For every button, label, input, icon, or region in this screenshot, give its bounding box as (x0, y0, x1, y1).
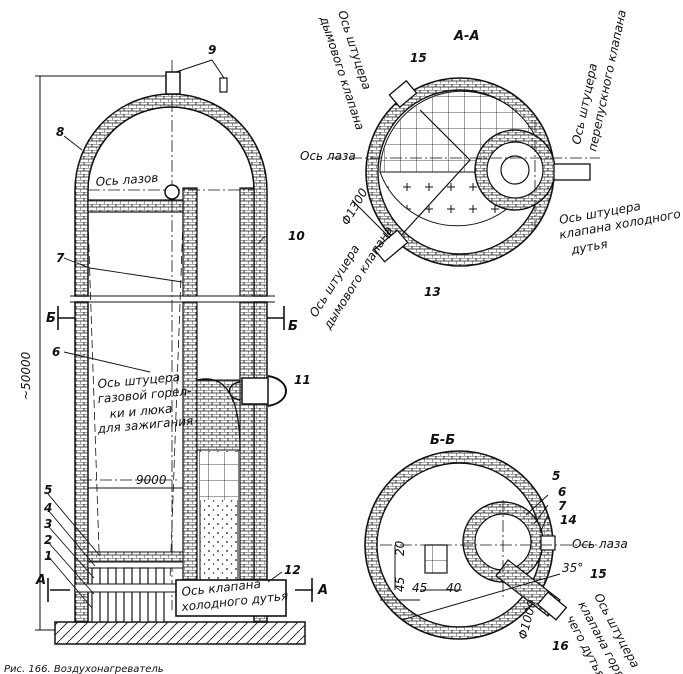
bb-part-15: 15 (590, 567, 607, 581)
aa-title: А-А (453, 29, 480, 44)
aa-part-15: 15 (410, 51, 427, 65)
section-aa: А-А 15 13 Ось лаза Φ1300 Ось штуцера дым… (300, 9, 682, 333)
aa-fitting-bypass (553, 163, 591, 181)
aa-axes (330, 120, 600, 230)
bb-dim-20: 20 (393, 540, 407, 556)
dim-height: ~50000 (19, 351, 33, 400)
figure-caption: Рис. 166. Воздухонагреватель (4, 664, 164, 674)
bb-fitting-14 (540, 535, 556, 551)
cut-a (47, 578, 313, 602)
aa-dim-line (351, 199, 391, 239)
bb-title: Б-Б (430, 433, 455, 448)
part-10: 10 (288, 229, 305, 243)
part-7: 7 (56, 251, 65, 265)
dim-inner: 9000 (136, 473, 167, 487)
part-3: 3 (44, 517, 52, 531)
burner-port (228, 381, 241, 401)
bb-dim-lines (380, 494, 561, 621)
bb-detail (424, 544, 448, 574)
part-1: 1 (44, 549, 52, 563)
chamber-wall-lower-r (239, 301, 255, 585)
grate-layer-5 (87, 551, 184, 563)
part-9: 9 (208, 43, 216, 57)
cut-b (57, 306, 285, 330)
shell-wall-right (253, 301, 268, 623)
leader-9 (175, 59, 225, 79)
shell-wall-left (74, 301, 89, 623)
leaders-elev (47, 135, 283, 609)
aa-fitting-15 (388, 79, 418, 109)
bb-part-7: 7 (558, 499, 567, 513)
dome-inner-layer (87, 106, 255, 191)
part-6: 6 (52, 345, 60, 359)
bb-dim-40: 40 (446, 581, 462, 595)
chamber-wall-upper (182, 187, 198, 297)
part-4: 4 (43, 501, 52, 515)
burner-fitting (241, 377, 269, 405)
aa-diagonal (385, 109, 471, 253)
label-burner-3: ки и люка (109, 402, 173, 421)
foundation (54, 621, 306, 645)
checker-top (87, 199, 184, 213)
break-line (70, 295, 275, 303)
aa-fitting-13 (373, 229, 409, 263)
support-columns (91, 567, 165, 623)
cold-blast-fitting (175, 579, 287, 617)
elevation-view: Ось лазов Ось штуцера газовой горел- ки … (19, 43, 328, 645)
cut-mark-a-right: А (317, 583, 328, 598)
part-11: 11 (294, 373, 311, 387)
label-man-axis: Ось лазов (95, 171, 159, 189)
cut-mark-b-right: Б (288, 319, 298, 334)
part-2: 2 (44, 533, 52, 547)
bb-dim-45b: 45 (412, 581, 427, 595)
burner-flange (267, 375, 287, 407)
grate-layer-4 (87, 561, 184, 569)
bb-axes (380, 500, 600, 600)
cut-mark-b-left: Б (46, 311, 56, 326)
manhole (164, 184, 180, 200)
part-8: 8 (56, 125, 64, 139)
bb-fitting-16 (536, 591, 568, 621)
aa-chamber-core (500, 155, 530, 185)
bb-dim-45: 45 (393, 577, 407, 592)
bb-part-16: 16 (552, 639, 569, 653)
top-nozzle-2 (219, 77, 228, 93)
burner-brickwork (196, 379, 241, 451)
chamber-wall-upper-r (239, 187, 255, 297)
bb-laz: Ось лаза (572, 537, 628, 551)
aa-laz: Ось лаза (300, 149, 356, 163)
part-5: 5 (44, 483, 52, 497)
bb-part-5: 5 (552, 469, 560, 483)
section-bb: Б-Б 5 6 7 14 15 16 35° Ось лаза Φ1000 45… (364, 433, 642, 674)
chamber-wall-lower (182, 301, 198, 585)
top-nozzle (165, 71, 181, 95)
aa-part-13: 13 (424, 285, 441, 299)
aa-diameter: Φ1300 (338, 186, 370, 228)
aa-cold-3: дутья (569, 237, 609, 257)
checker-grid (200, 452, 238, 500)
part-12: 12 (284, 563, 301, 577)
bb-part-14: 14 (560, 513, 577, 527)
cut-mark-a-left: А (35, 573, 46, 588)
dim-height-line (35, 75, 166, 631)
bb-part-6: 6 (558, 485, 566, 499)
bb-angle: 35° (562, 561, 583, 575)
